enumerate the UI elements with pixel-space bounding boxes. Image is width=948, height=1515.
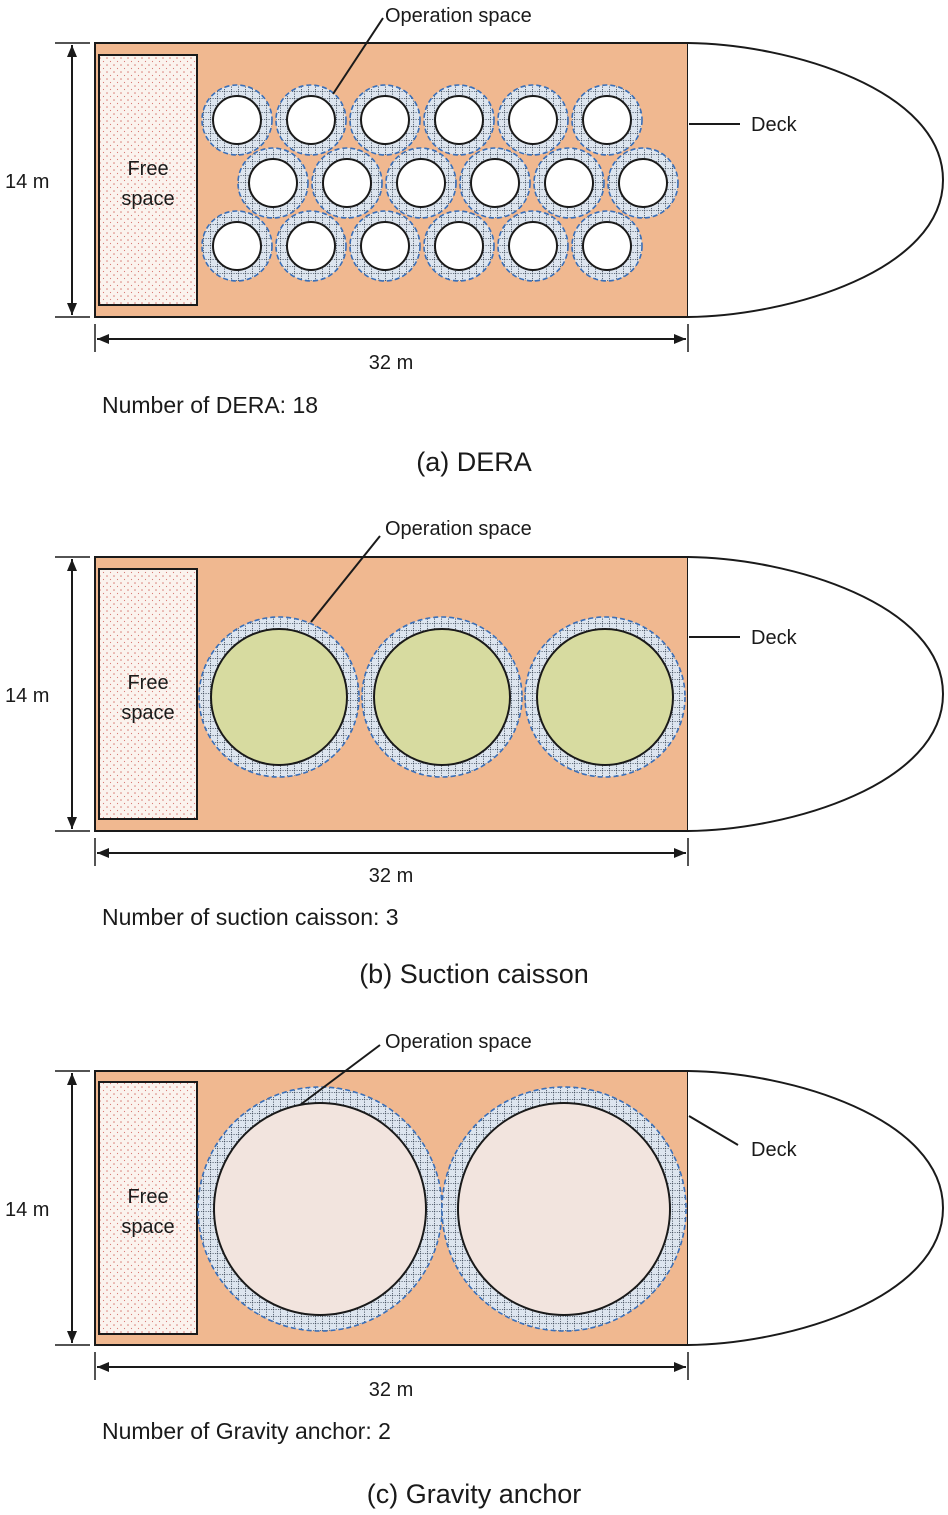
bow-outline: [687, 556, 945, 832]
free-space-label-line2: space: [121, 1216, 174, 1238]
free-space-label-line1: Free: [127, 672, 168, 694]
panel-gravity-anchor: Free space Operation space Deck 14 m 32 …: [5, 1031, 945, 1509]
width-dimension: [94, 838, 689, 866]
caisson-item: [198, 616, 360, 778]
gravity-anchor-item: [197, 1086, 443, 1332]
dera-item: [201, 84, 273, 156]
bow-outline: [687, 42, 945, 318]
height-dimension: [55, 1070, 90, 1346]
dera-item: [497, 84, 569, 156]
height-label: 14 m: [5, 1199, 49, 1221]
width-label: 32 m: [369, 352, 413, 374]
free-space-label-line1: Free: [127, 158, 168, 180]
panel-caption: (c) Gravity anchor: [367, 1479, 582, 1509]
caisson-item: [524, 616, 686, 778]
panel-caption: (b) Suction caisson: [359, 959, 589, 989]
free-space-dots: [100, 1083, 196, 1333]
panel-dera: Free space Operation space Deck: [5, 5, 945, 477]
caisson-item: [361, 616, 523, 778]
operation-space-label: Operation space: [385, 1031, 532, 1053]
item-count-text: Number of DERA: 18: [102, 392, 318, 418]
panel-suction-caisson: Free space Operation space Deck 14 m 32 …: [5, 518, 945, 989]
dera-item: [275, 84, 347, 156]
gravity-anchor-items: [197, 1086, 687, 1332]
deck-label: Deck: [751, 627, 798, 649]
dera-item: [237, 147, 309, 219]
dera-item: [533, 147, 605, 219]
deck-label: Deck: [751, 1139, 798, 1161]
operation-space-label: Operation space: [385, 5, 532, 27]
dera-item: [311, 147, 383, 219]
dera-item: [571, 210, 643, 282]
dera-items: [201, 84, 679, 282]
free-space-dots: [100, 56, 196, 304]
deck-label: Deck: [751, 114, 798, 136]
dera-item: [385, 147, 457, 219]
free-space-label-line1: Free: [127, 1186, 168, 1208]
width-label: 32 m: [369, 1379, 413, 1401]
width-dimension: [94, 324, 689, 352]
item-count-text: Number of suction caisson: 3: [102, 904, 399, 930]
width-dimension: [94, 1352, 689, 1380]
free-space-dots: [100, 570, 196, 818]
dera-item: [423, 210, 495, 282]
panel-caption: (a) DERA: [416, 447, 532, 477]
dera-item: [201, 210, 273, 282]
operation-space-leader: [310, 535, 381, 623]
height-label: 14 m: [5, 171, 49, 193]
dera-item: [275, 210, 347, 282]
operation-space-leader: [299, 1044, 381, 1106]
height-label: 14 m: [5, 685, 49, 707]
caisson-items: [198, 616, 686, 778]
dera-item: [571, 84, 643, 156]
item-count-text: Number of Gravity anchor: 2: [102, 1418, 391, 1444]
height-dimension: [55, 42, 90, 318]
operation-space-leader: [332, 17, 384, 95]
operation-space-label: Operation space: [385, 518, 532, 540]
dera-item: [459, 147, 531, 219]
gravity-anchor-item: [441, 1086, 687, 1332]
free-space-label-line2: space: [121, 188, 174, 210]
dera-item: [607, 147, 679, 219]
dera-item: [423, 84, 495, 156]
width-label: 32 m: [369, 865, 413, 887]
dera-item: [497, 210, 569, 282]
height-dimension: [55, 556, 90, 832]
dera-item: [349, 210, 421, 282]
free-space-label-line2: space: [121, 702, 174, 724]
bow-outline: [687, 1070, 945, 1346]
deck-leader: [688, 1115, 739, 1146]
dera-item: [349, 84, 421, 156]
